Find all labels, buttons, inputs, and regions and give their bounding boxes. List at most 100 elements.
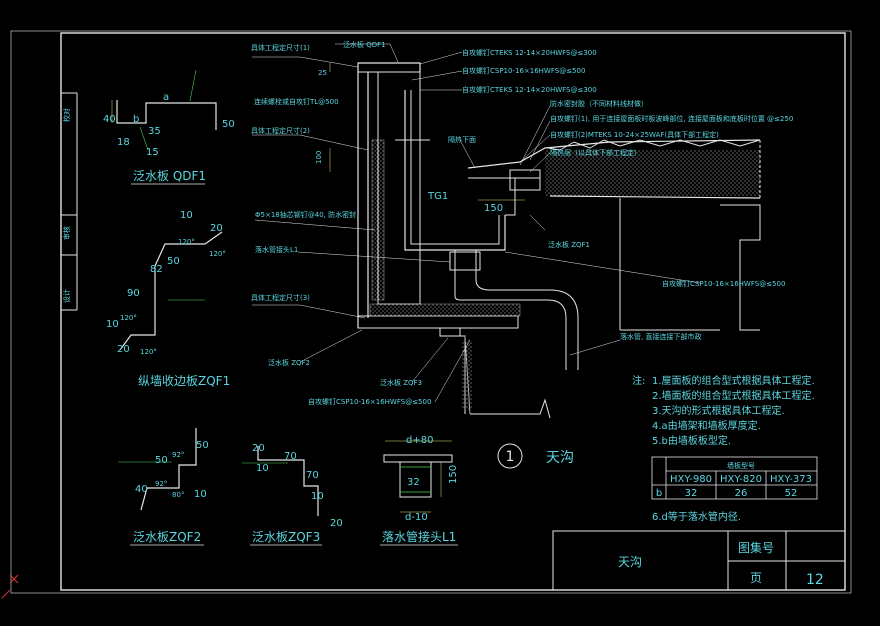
table-title: 墙板型号 <box>727 461 755 470</box>
table-row-label: b <box>656 488 662 499</box>
main-left-labels: 泛水板 QDF1 具体工程定尺寸(1) 连续螺栓或自攻钉TL@500 具体工程定… <box>251 40 431 406</box>
note-item-6: 6.d等于落水管内径. <box>652 510 741 523</box>
page-number: 12 <box>806 572 824 588</box>
ucs-marker-icon <box>1 574 19 599</box>
flashing-qdf1: a 40 b 35 18 15 50 泛水板 QDF1 <box>103 69 235 185</box>
margin-tab-review: 审核 <box>62 226 71 240</box>
right-label: 自攻螺钉CSP10-16×16HWFS@≤500 <box>662 279 785 288</box>
callout-title: 天沟 <box>546 450 574 466</box>
margin-tab-check: 校对 <box>62 108 71 122</box>
left-margin-tabs: 校对 审核 设计 <box>62 108 71 303</box>
zqf1-dim: 90 <box>127 288 140 299</box>
right-label: 自攻螺钉(1), 用于连接屋面板时板波峰部位, 连接屋面板和底板时位置 @≤25… <box>550 114 793 123</box>
right-label: 自攻螺钉CTEKS 12-14×20HWFS@≤300 <box>462 85 597 94</box>
zqf2-dim: 10 <box>194 489 207 500</box>
right-label: 自攻螺钉CSP10-16×16HWFS@≤500 <box>462 66 585 75</box>
left-label: 连续螺栓或自攻钉TL@500 <box>254 97 339 106</box>
left-label: 具体工程定尺寸(3) <box>251 293 310 302</box>
note-item: 3.天沟的形式根据具体工程定. <box>652 404 785 417</box>
dim-25: 25 <box>318 69 327 77</box>
table-col: HXY-980 <box>670 474 712 485</box>
note-item: 4.a由墙架和墙板厚度定. <box>652 419 761 432</box>
drawing-name: 天沟 <box>618 555 642 569</box>
gutter-outlet-l1: d+80 32 150 d-10 落水管接头L1 <box>380 435 459 546</box>
l1-dim: d+80 <box>406 435 433 446</box>
sheet-border <box>10 30 852 594</box>
qdf1-dim: 15 <box>146 147 159 158</box>
drawing-frame <box>10 30 852 594</box>
zqf1-dim: 120° <box>178 238 195 246</box>
right-label: 自攻螺钉CTEKS 12-14×20HWFS@≤300 <box>462 48 597 57</box>
wall-insulation <box>371 139 385 301</box>
right-label: 隔热下面 <box>448 135 476 144</box>
zqf1-dim: 20 <box>117 344 130 355</box>
margin-tab-design: 设计 <box>62 289 71 303</box>
dim-150: 150 <box>484 203 503 214</box>
right-label: 防水密封胶（不同材料线材做） <box>550 99 648 108</box>
gutter-main-detail: 150 25 100 TG1 <box>252 43 761 419</box>
wall-panel-table: 墙板型号 HXY-980 HXY-820 HXY-373 b 32 26 52 <box>651 456 818 500</box>
flashing-zqf3: 20 70 10 70 10 20 泛水板ZQF3 <box>242 443 343 546</box>
zqf1-dim: 50 <box>167 256 180 267</box>
right-label: 泛水板 ZQF1 <box>548 240 590 249</box>
qdf1-profile <box>116 100 217 130</box>
label-qdf1-top: 泛水板 QDF1 <box>343 40 386 49</box>
zqf2-label: 泛水板ZQF2 <box>133 530 201 544</box>
note-item: 1.屋面板的组合型式根据具体工程定. <box>652 374 815 387</box>
table-cell: 26 <box>735 488 748 499</box>
left-label: 具体工程定尺寸(2) <box>251 126 310 135</box>
right-label: 隔热层（以具体下部工程定） <box>550 148 641 157</box>
qdf1-dim: 40 <box>103 114 116 125</box>
l1-label: 落水管接头L1 <box>382 529 456 544</box>
zqf2-dim: 40 <box>135 484 148 495</box>
wall-panel <box>377 71 421 305</box>
note-item: 2.墙面板的组合型式根据具体工程定. <box>652 389 815 402</box>
zqf3-dim: 10 <box>256 463 269 474</box>
zqf2-profile <box>140 428 197 511</box>
left-label: 泛水板 ZQF2 <box>268 358 310 367</box>
table-cell: 52 <box>785 488 798 499</box>
table-cell: 32 <box>685 488 698 499</box>
left-label: Φ5×18抽芯铆钉@40, 防水密封 <box>255 210 356 219</box>
zqf3-label: 泛水板ZQF3 <box>252 530 320 544</box>
zqf2-dim: 80° <box>172 491 184 499</box>
zqf1-dim: 82 <box>150 264 163 275</box>
qdf1-dim: 18 <box>117 137 130 148</box>
zqf1-dim: 10 <box>106 319 119 330</box>
title-block: 天沟 图集号 页 12 <box>552 530 846 591</box>
zqf3-dim: 70 <box>306 470 319 481</box>
outer-border <box>60 32 846 591</box>
flashing-zqf2: 50 92° 50 40 92° 80° 10 泛水板ZQF2 <box>118 428 209 546</box>
roof-insulation <box>545 150 760 196</box>
zqf2-dim: 92° <box>172 451 184 459</box>
page-label: 页 <box>750 571 762 585</box>
zqf3-dim: 70 <box>284 451 297 462</box>
qdf1-dim: b <box>133 114 139 125</box>
atlas-label: 图集号 <box>738 540 774 555</box>
roof-panel-top <box>467 139 761 169</box>
gutter-base <box>357 315 519 329</box>
zqf3-dim: 10 <box>311 491 324 502</box>
left-label: 自攻螺钉CSP10-16×16HWFS@≤500 <box>308 397 431 406</box>
zqf3-dim: 20 <box>252 443 265 454</box>
zqf2-dim: 50 <box>155 455 168 466</box>
detail-callout: 1 天沟 <box>497 443 574 469</box>
qdf1-dim: 35 <box>148 126 161 137</box>
zqf3-profile <box>257 446 319 516</box>
right-label: 落水管, 直接连接下部市政 <box>620 332 701 341</box>
zqf1-label: 纵墙收边板ZQF1 <box>138 374 230 388</box>
zqf1-profile <box>119 231 223 351</box>
l1-dim: 150 <box>448 465 459 484</box>
l1-dim: 32 <box>407 477 420 488</box>
note-item: 5.b由墙板板型定. <box>652 434 731 447</box>
left-label: 落水管接头L1 <box>255 245 298 254</box>
qdf1-dim: a <box>163 92 169 103</box>
left-label: 泛水板 ZQF3 <box>380 378 422 387</box>
main-right-labels: 自攻螺钉CTEKS 12-14×20HWFS@≤300 自攻螺钉CSP10-16… <box>448 48 793 341</box>
right-label: 自攻螺钉(2)MTEKS 10-24×25WAF(具体下部工程定) <box>550 130 719 139</box>
left-label: 具体工程定尺寸(1) <box>251 43 310 52</box>
zqf2-dim: 92° <box>155 480 167 488</box>
qdf1-dim: 50 <box>222 119 235 130</box>
zqf1-dim: 120° <box>209 250 226 258</box>
